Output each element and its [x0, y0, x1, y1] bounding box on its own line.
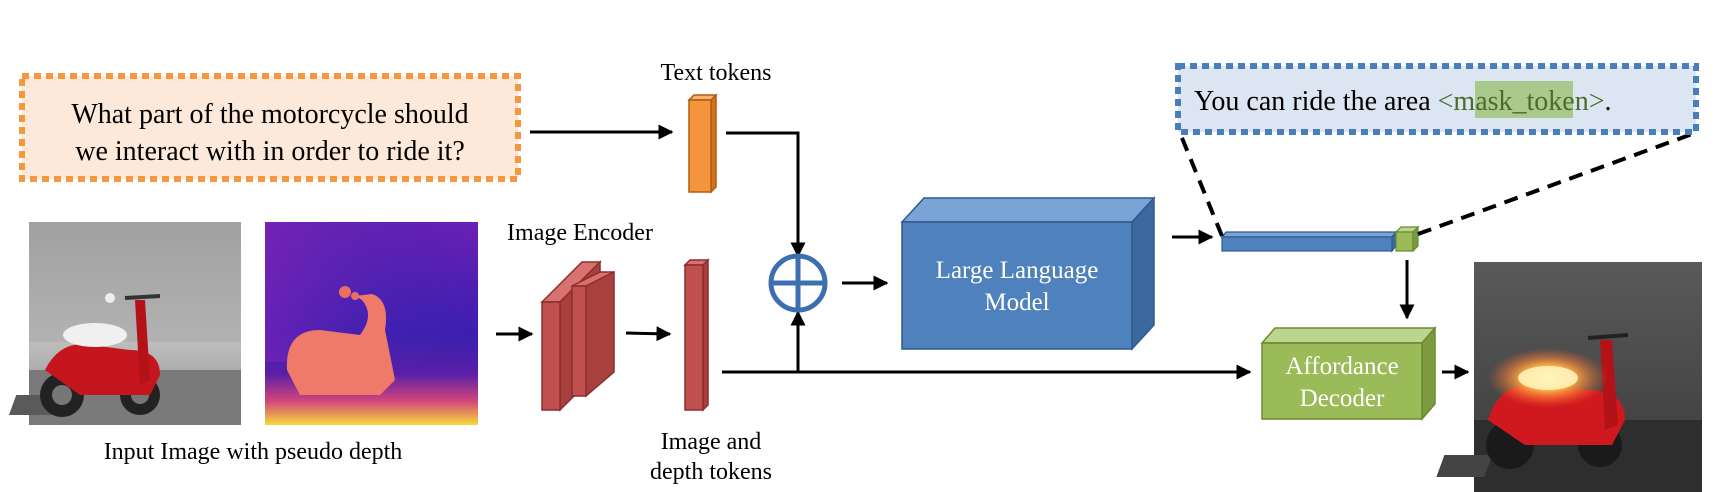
- mask-token-highlight: [1475, 81, 1573, 118]
- decoder-label-2: Decoder: [1300, 385, 1385, 412]
- text-tokens-bar: [687, 93, 718, 194]
- arrow-text-tokens-to-fuse: [726, 131, 806, 258]
- arrow-encoder-to-image-tokens: [625, 326, 672, 342]
- callout-line-left: [1178, 132, 1224, 237]
- llm-label-2: Model: [984, 289, 1049, 316]
- input-image-caption: Input Image with pseudo depth: [104, 439, 403, 465]
- scooter-affordance-result: [1436, 262, 1702, 492]
- scooter-depth-map: [265, 222, 478, 425]
- output-text-box: You can ride the area <mask_token>.: [1175, 63, 1699, 135]
- image-encoder-label: Image Encoder: [507, 220, 653, 246]
- question-line-1: What part of the motorcycle should: [71, 99, 468, 130]
- image-encoder-block: [540, 260, 615, 412]
- scooter-photo: [8, 222, 241, 425]
- llm-label-1: Large Language: [936, 257, 1099, 284]
- callout-line-right: [1417, 131, 1696, 236]
- output-embedding-bar: [1220, 230, 1398, 253]
- text-tokens-label: Text tokens: [661, 60, 772, 86]
- plus-circle-icon: [768, 253, 828, 313]
- output-mask-token: <mask_token>: [1438, 86, 1605, 117]
- mask-token-embedding: [1394, 225, 1420, 253]
- affordance-decoder-block: Affordance Decoder: [1260, 325, 1437, 422]
- llm-block: Large Language Model: [900, 196, 1156, 351]
- image-depth-tokens-label-1: Image and: [661, 429, 762, 455]
- image-depth-tokens-label-2: depth tokens: [650, 459, 772, 485]
- question-line-2: we interact with in order to ride it?: [75, 136, 465, 167]
- image-depth-tokens-bar: [683, 258, 710, 412]
- decoder-label-1: Affordance: [1285, 353, 1398, 380]
- output-text-prefix: You can ride the area: [1194, 86, 1438, 117]
- output-text: You can ride the area <mask_token>.: [1194, 86, 1612, 117]
- question-box: What part of the motorcycle should we in…: [19, 73, 521, 182]
- output-text-suffix: .: [1605, 86, 1612, 117]
